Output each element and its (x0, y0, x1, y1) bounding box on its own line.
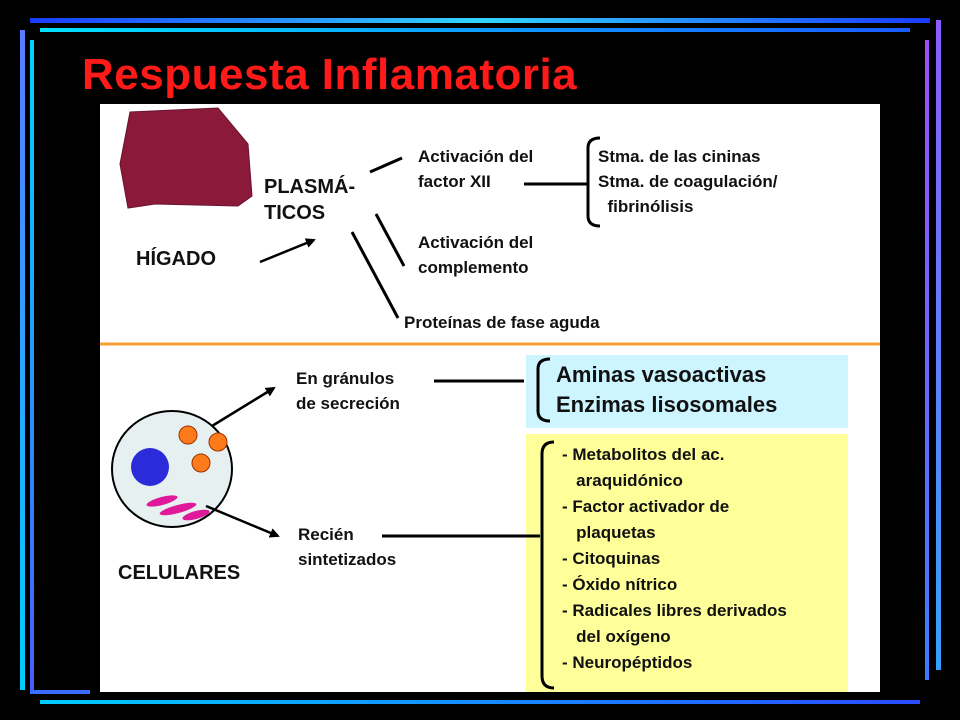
label-activacion-complemento-line-1: Activación del (418, 233, 534, 252)
label-recien-line-2: sintetizados (298, 550, 397, 569)
mediador-item: - Factor activador de (562, 497, 730, 516)
reticulum-3 (182, 509, 210, 521)
nucleus-shape (131, 448, 169, 486)
arrow-recien (205, 504, 280, 538)
label-aminas: Aminas vasoactivas Enzimas lisosomales (556, 360, 777, 420)
bracket-sistemas (586, 136, 601, 228)
label-activacion-complemento-line-2: complemento (418, 258, 529, 277)
label-aminas-line-2: Enzimas lisosomales (556, 392, 778, 417)
bracket-mediadores (540, 440, 555, 690)
reticulum-1 (146, 495, 178, 507)
mediador-item: - Radicales libres derivados (562, 601, 787, 620)
cell-shape (111, 410, 233, 528)
frame-top-bar (30, 18, 930, 23)
diagram-panel: HÍGADO PLASMÁ- TICOS Activación del fact… (100, 104, 880, 692)
label-higado: HÍGADO (136, 248, 216, 270)
frame-left-bar-2 (30, 40, 34, 690)
label-activacion-factor-line-1: Activación del (418, 147, 534, 166)
reticulum-2 (159, 502, 197, 516)
label-celulares: CELULARES (118, 562, 241, 584)
frame-right-bar-2 (925, 40, 929, 680)
mediador-item: plaquetas (562, 523, 656, 542)
label-plasmaticos-line-2: TICOS (264, 202, 326, 224)
label-sistemas-line-3: fibrinólisis (598, 197, 694, 216)
cyan-box (526, 355, 848, 428)
arrow-granulos (211, 386, 276, 428)
label-plasmaticos-line-1: PLASMÁ- (264, 176, 356, 198)
label-activacion-complemento: Activación del complemento (418, 230, 533, 280)
mediador-item: - Neuropéptidos (562, 653, 693, 672)
line-to-proteinas (350, 231, 400, 319)
mediador-item: - Óxido nítrico (562, 575, 678, 594)
slide-title: Respuesta Inflamatoria (82, 50, 578, 99)
label-sistemas: Stma. de las cininas Stma. de coagulació… (598, 144, 778, 219)
frame-top-bar-2 (40, 28, 910, 32)
mediador-item: del oxígeno (562, 627, 671, 646)
label-plasmaticos: PLASMÁ- TICOS (264, 174, 355, 226)
label-activacion-factor-line-2: factor XII (418, 172, 491, 191)
frame-bottom-bar (40, 700, 920, 704)
frame-right-bar (936, 20, 941, 670)
label-activacion-factor: Activación del factor XII (418, 144, 533, 194)
label-proteinas: Proteínas de fase aguda (404, 313, 600, 332)
label-granulos-line-2: de secreción (296, 394, 400, 413)
bracket-aminas (536, 357, 551, 423)
label-granulos-line-1: En gránulos (296, 369, 395, 388)
liver-shape (119, 107, 253, 209)
granule-3 (191, 453, 211, 473)
granule-2 (208, 432, 228, 452)
mediador-item: araquidónico (562, 471, 683, 490)
diagram-shapes (100, 107, 880, 690)
label-aminas-line-1: Aminas vasoactivas (556, 362, 767, 387)
frame-left-bar (20, 30, 25, 690)
label-sistemas-line-2: Stma. de coagulación/ (598, 172, 778, 191)
label-recien: Recién sintetizados (298, 522, 396, 572)
frame-bottom-bar-2 (30, 690, 90, 694)
granule-1 (178, 425, 198, 445)
mediador-item: - Metabolitos del ac. (562, 445, 725, 464)
line-to-complemento (374, 213, 406, 267)
mediador-item: - Citoquinas (562, 549, 661, 568)
higado-arrow (259, 238, 316, 264)
label-recien-line-1: Recién (298, 525, 354, 544)
label-sistemas-line-1: Stma. de las cininas (598, 147, 761, 166)
yellow-box (526, 434, 848, 692)
label-granulos: En gránulos de secreción (296, 366, 400, 416)
line-to-factor (369, 156, 403, 174)
mediadores-list: - Metabolitos del ac. araquidónico - Fac… (562, 442, 787, 676)
